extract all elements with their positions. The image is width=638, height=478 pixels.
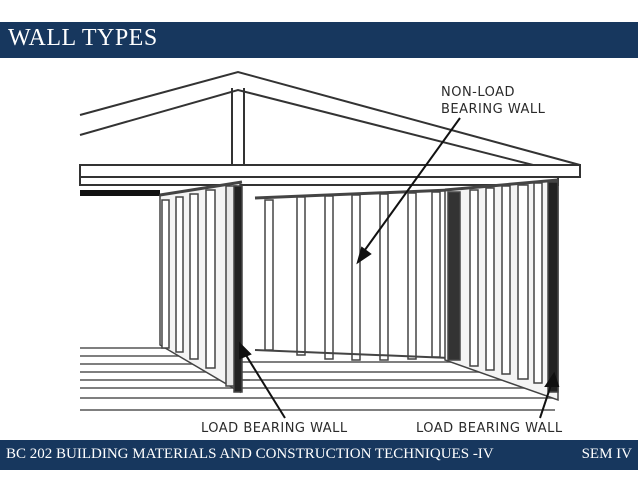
slide-title: WALL TYPES [8,25,158,51]
course-title: BC 202 BUILDING MATERIALS AND CONSTRUCTI… [6,446,494,462]
ceiling [79,164,581,186]
wall-framing-diagram: NON-LOAD BEARING WALL LOAD BEARING WALL … [79,70,581,436]
label-non-load-line2: BEARING WALL [441,102,546,117]
left-load-bearing-wall [159,180,243,394]
right-load-bearing-wall [444,178,559,402]
label-load-left: LOAD BEARING WALL [201,421,348,436]
center-non-load-bearing-wall [254,188,451,361]
semester-label: SEM IV [581,446,632,462]
label-load-right: LOAD BEARING WALL [416,421,563,436]
footer-bar: BC 202 BUILDING MATERIALS AND CONSTRUCTI… [0,440,638,470]
ceiling-beam [80,190,160,196]
title-bar: WALL TYPES [0,22,638,58]
arrows [239,117,560,419]
label-non-load-line1: NON-LOAD [441,85,515,100]
